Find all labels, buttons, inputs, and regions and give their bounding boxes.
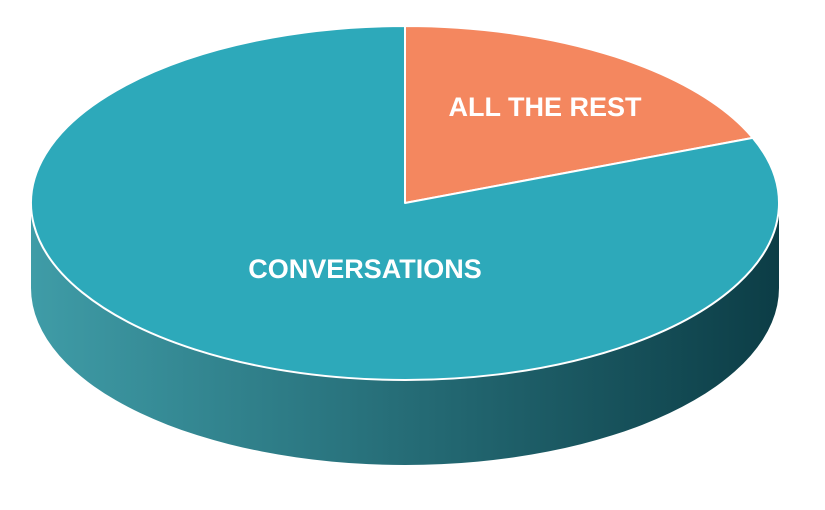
data-label-conversations: CONVERSATIONS xyxy=(248,254,482,284)
pie-side-wall xyxy=(31,203,779,465)
pie-slice-conversations xyxy=(30,25,780,381)
pie-labels: CONVERSATIONS ALL THE REST xyxy=(248,92,642,284)
data-label-all-the-rest: ALL THE REST xyxy=(448,92,642,122)
pie-slice-all-the-rest xyxy=(404,25,754,204)
pie-slices xyxy=(30,25,780,381)
